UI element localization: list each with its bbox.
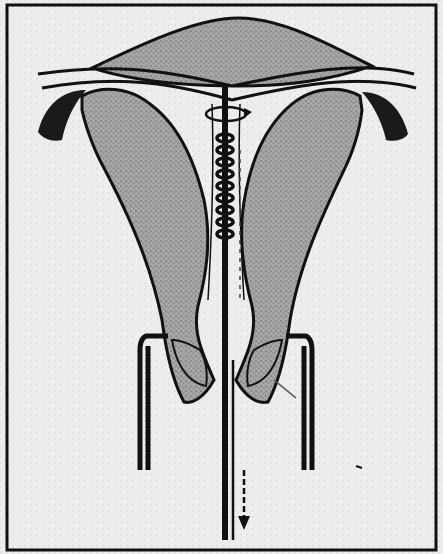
uterus-instrument-diagram xyxy=(0,0,443,554)
diagram-canvas xyxy=(0,0,443,554)
